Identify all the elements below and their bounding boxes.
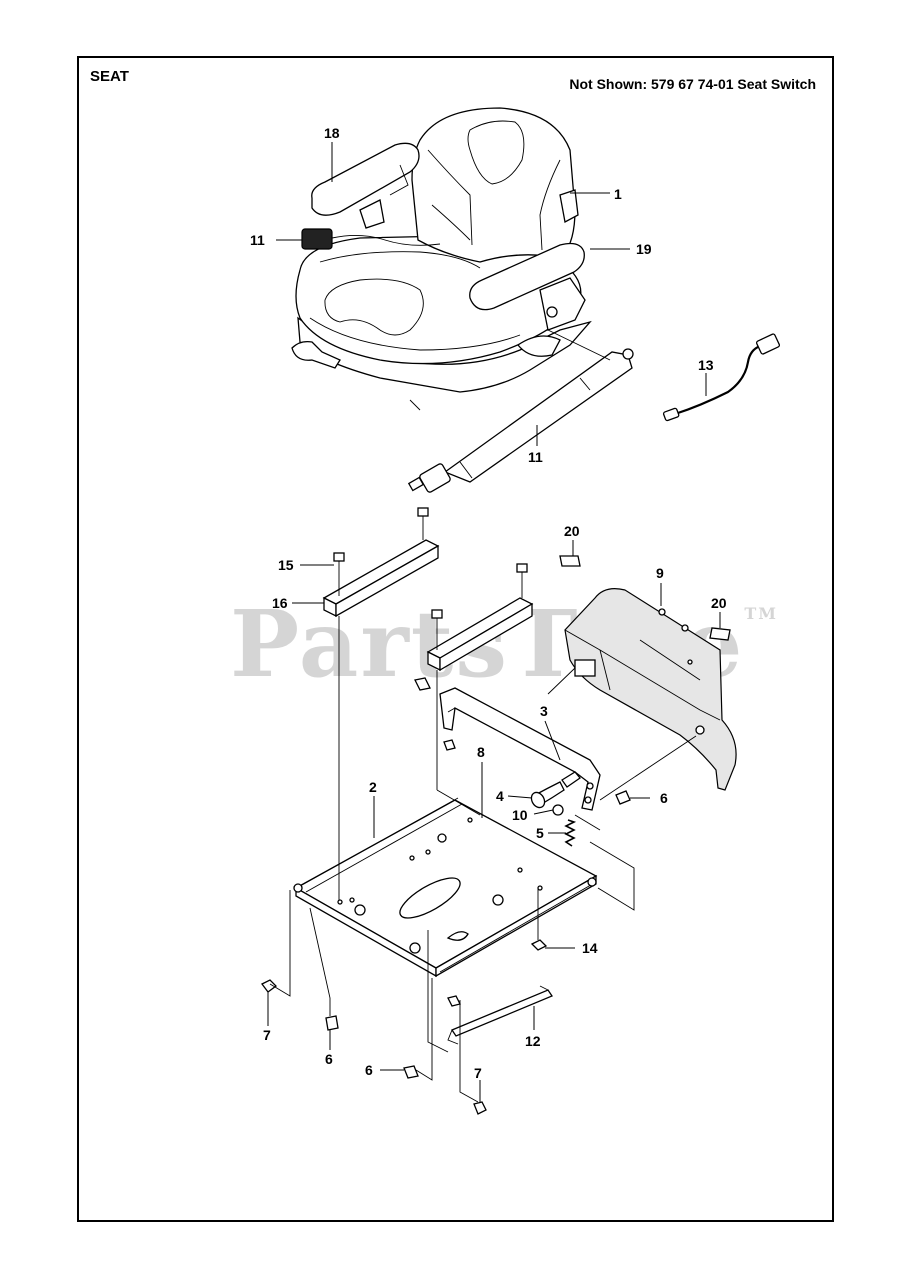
latch-rod[interactable] bbox=[447, 985, 553, 1045]
callout-13: 13 bbox=[698, 357, 714, 373]
callout-20-left: 20 bbox=[564, 523, 580, 539]
section-title: SEAT bbox=[90, 68, 129, 85]
not-shown-note: Not Shown: 579 67 74-01 Seat Switch bbox=[569, 76, 816, 92]
callout-12: 12 bbox=[525, 1033, 541, 1049]
callout-11-belt: 11 bbox=[528, 449, 543, 465]
nut-10[interactable] bbox=[552, 804, 564, 816]
callout-7-left: 7 bbox=[263, 1027, 271, 1043]
seat-belt[interactable] bbox=[407, 348, 634, 493]
nut-7-under-plate[interactable] bbox=[447, 995, 461, 1007]
watermark-trademark: TM bbox=[744, 604, 779, 623]
callout-labels: 18 1 11 19 13 11 20 15 9 16 20 3 8 2 4 6… bbox=[250, 125, 727, 1081]
callout-19: 19 bbox=[636, 241, 652, 257]
callout-6-left: 6 bbox=[325, 1051, 333, 1067]
warning-label-right[interactable] bbox=[709, 627, 731, 641]
callout-14: 14 bbox=[582, 940, 598, 956]
wire-harness[interactable] bbox=[662, 333, 781, 422]
assembly-lines bbox=[269, 329, 697, 1103]
callout-1: 1 bbox=[614, 186, 622, 202]
adjust-knob[interactable] bbox=[529, 771, 581, 810]
seat-plate[interactable] bbox=[293, 797, 598, 978]
callout-15: 15 bbox=[278, 557, 294, 573]
callout-5: 5 bbox=[536, 825, 544, 841]
cover-panel[interactable] bbox=[564, 588, 737, 791]
spring[interactable] bbox=[564, 819, 577, 847]
seat-rail-left[interactable] bbox=[322, 507, 440, 618]
callout-11-buckle: 11 bbox=[250, 232, 265, 248]
callout-8: 8 bbox=[477, 744, 485, 760]
nut-14[interactable] bbox=[530, 888, 548, 951]
callout-9: 9 bbox=[656, 565, 664, 581]
callout-6-right: 6 bbox=[660, 790, 668, 806]
callout-7-bottom: 7 bbox=[474, 1065, 482, 1081]
callout-2: 2 bbox=[369, 779, 377, 795]
leader-lines bbox=[267, 142, 721, 1102]
bolt-right[interactable] bbox=[615, 790, 631, 805]
callout-4: 4 bbox=[496, 788, 504, 804]
callout-16: 16 bbox=[272, 595, 288, 611]
bolt-6-bottom[interactable] bbox=[403, 1065, 419, 1079]
mounting-bracket[interactable] bbox=[414, 677, 601, 811]
bolt-6-left[interactable] bbox=[325, 1015, 339, 1031]
callout-3: 3 bbox=[540, 703, 548, 719]
nut-7-left[interactable] bbox=[261, 979, 277, 993]
nut-7-bottom[interactable] bbox=[473, 1101, 487, 1115]
callout-18: 18 bbox=[324, 125, 340, 141]
warning-label-left[interactable] bbox=[559, 555, 581, 567]
callout-10: 10 bbox=[512, 807, 528, 823]
seat-assembly[interactable] bbox=[291, 107, 592, 411]
callout-6-bottom: 6 bbox=[365, 1062, 373, 1078]
callout-20-right: 20 bbox=[711, 595, 727, 611]
seat-rail-right[interactable] bbox=[426, 563, 534, 672]
